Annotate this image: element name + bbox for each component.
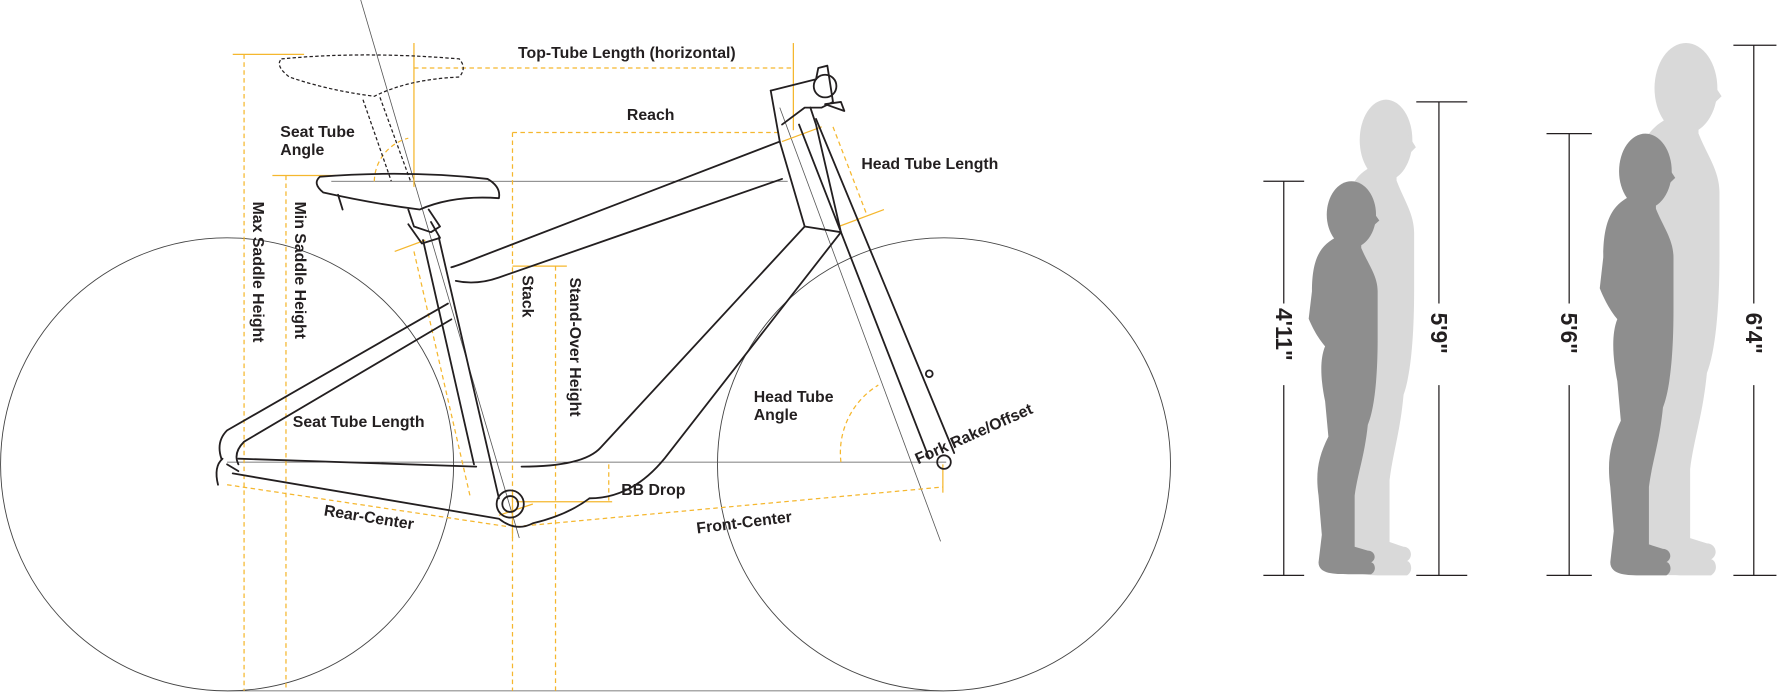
- label-max-saddle-height: Max Saddle Height: [249, 202, 266, 344]
- height-marker-5ft6: 5'6": [1546, 133, 1592, 576]
- label-bb-drop: BB Drop: [621, 482, 686, 499]
- dimension-lines: [226, 43, 944, 691]
- rider-height-comparison: 4'11" 5'9" 5'6" 6'4": [1263, 43, 1777, 576]
- height-marker-5ft9: 5'9": [1416, 101, 1468, 576]
- label-reach: Reach: [627, 107, 675, 124]
- height-marker-4ft11: 4'11": [1263, 180, 1305, 576]
- label-top-tube-length: Top-Tube Length (horizontal): [518, 45, 736, 62]
- svg-text:5'6": 5'6": [1556, 313, 1582, 354]
- label-fork-rake-offset: Fork Rake/Offset: [913, 401, 1036, 468]
- label-head-tube-angle-1: Head Tube: [754, 389, 834, 406]
- label-seat-tube-angle-1: Seat Tube: [280, 124, 355, 141]
- svg-text:4'11": 4'11": [1271, 308, 1297, 361]
- svg-text:5'9": 5'9": [1426, 313, 1452, 354]
- label-seat-tube-angle-2: Angle: [280, 142, 324, 159]
- label-front-center: Front-Center: [696, 509, 793, 538]
- label-stand-over-height: Stand-Over Height: [566, 277, 583, 417]
- height-marker-6ft4: 6'4": [1733, 44, 1777, 576]
- steering-axis: [779, 107, 941, 542]
- label-seat-tube-length: Seat Tube Length: [293, 414, 425, 431]
- label-rear-center: Rear-Center: [323, 502, 415, 533]
- svg-text:6'4": 6'4": [1741, 313, 1767, 354]
- front-wheel: [717, 237, 1171, 692]
- label-min-saddle-height: Min Saddle Height: [291, 202, 308, 340]
- bike-frame: [215, 54, 956, 528]
- label-head-tube-angle-2: Angle: [754, 407, 798, 424]
- seat-tube-axis: [360, 0, 520, 539]
- label-stack: Stack: [519, 275, 536, 317]
- label-head-tube-length: Head Tube Length: [861, 156, 998, 173]
